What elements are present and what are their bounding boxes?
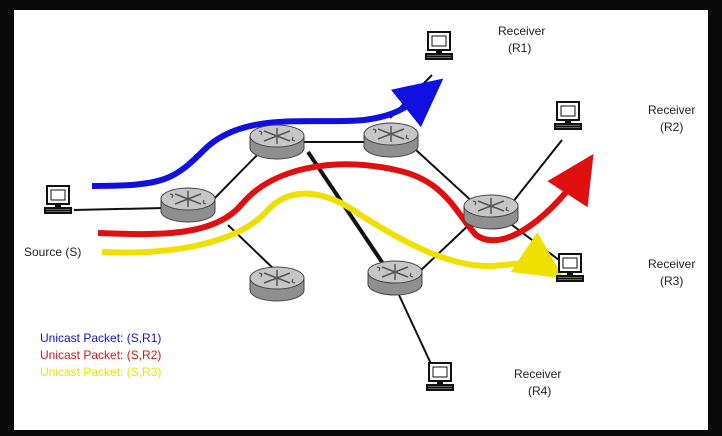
router-e-icon [367, 260, 423, 296]
receiver-r2-computer-icon [553, 101, 583, 131]
network-diagram: Source (S) Receiver (R1) Receiver (R2) R… [24, 24, 695, 398]
receiver-r2-label: Receiver [648, 103, 695, 117]
router-f-icon [463, 194, 519, 230]
link-re-r4 [398, 294, 433, 367]
receiver-r3-label: Receiver [648, 257, 695, 271]
router-c-icon [363, 122, 419, 158]
link-rf-re [418, 219, 475, 273]
receiver-r3-computer-icon [555, 253, 585, 283]
router-a-icon [160, 187, 216, 223]
receiver-r3-id: (R3) [660, 274, 683, 288]
router-d-icon [249, 266, 305, 302]
receiver-r2-id: (R2) [660, 120, 683, 134]
receiver-r4-id: (R4) [528, 384, 551, 398]
receiver-r1-id: (R1) [508, 41, 531, 55]
router-b-icon [249, 124, 305, 160]
receiver-r1-computer-icon [424, 31, 454, 61]
link-rf-r2 [511, 139, 563, 204]
legend-item-r3: Unicast Packet: (S,R3) [40, 365, 161, 379]
flow-r1-path [91, 78, 444, 189]
flow-r2-path [97, 153, 594, 244]
diagram-canvas: Source (S) Receiver (R1) Receiver (R2) R… [14, 10, 708, 430]
receiver-r1-label: Receiver [498, 24, 545, 38]
receiver-r4-computer-icon [425, 362, 455, 392]
link-rb-re [306, 150, 388, 270]
link-rc-rf [415, 149, 477, 206]
link-source-ra [73, 207, 165, 211]
flow-r3-path [101, 190, 564, 279]
legend: Unicast Packet: (S,R1) Unicast Packet: (… [40, 331, 161, 379]
receiver-r4-label: Receiver [514, 367, 561, 381]
source-computer-icon [43, 185, 73, 215]
source-label: Source (S) [24, 245, 81, 259]
link-ra-rb [209, 149, 263, 204]
legend-item-r2: Unicast Packet: (S,R2) [40, 348, 161, 362]
legend-item-r1: Unicast Packet: (S,R1) [40, 331, 161, 345]
